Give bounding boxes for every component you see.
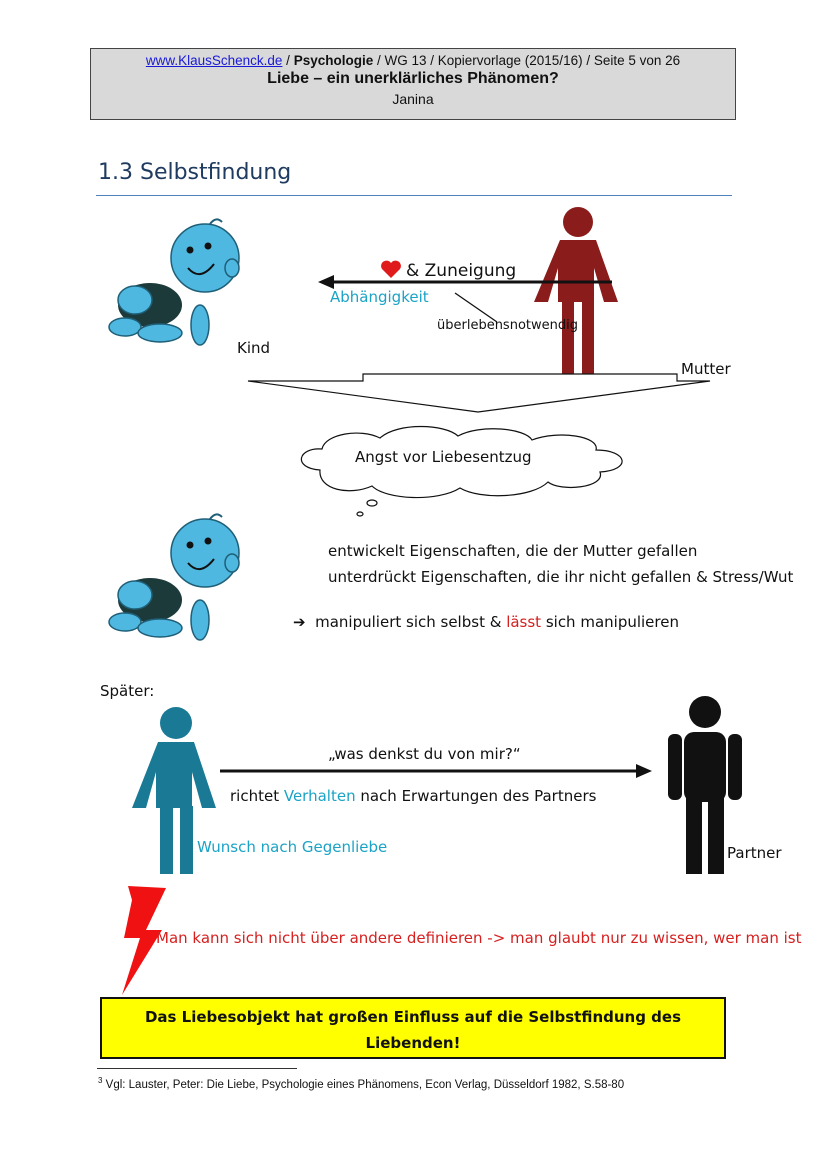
kind-label: Kind	[237, 339, 271, 357]
heart-icon	[381, 260, 401, 278]
partner-figure	[668, 696, 742, 874]
behaviour-emphasis: Verhalten	[283, 787, 356, 805]
header-meta: / WG 13 / Kopiervorlage (2015/16) / Seit…	[373, 53, 681, 68]
warning-text: Man kann sich nicht über andere definier…	[156, 929, 802, 947]
header-separator: /	[282, 53, 294, 68]
result-text: manipuliert sich selbst &	[315, 613, 507, 631]
transition-arrow	[247, 373, 711, 413]
website-link[interactable]: www.KlausSchenck.de	[145, 53, 283, 68]
baby-illustration	[108, 218, 240, 346]
footnote-rule	[97, 1068, 297, 1069]
woman-figure	[132, 707, 216, 874]
conclusion-box: Das Liebesobjekt hat großen Einfluss auf…	[100, 997, 726, 1059]
cloud-text: Angst vor Liebesentzug	[355, 448, 532, 466]
conclusion-line: Liebenden!	[365, 1034, 461, 1052]
thought-bubble-dot	[356, 511, 364, 517]
section-rule	[96, 195, 732, 196]
abhaengigkeit-label: Abhängigkeit	[330, 288, 429, 306]
later-label: Später:	[100, 682, 155, 700]
partner-label: Partner	[727, 844, 782, 862]
result-arrow-icon: ➔	[293, 613, 306, 631]
result-text-end: sich manipulieren	[541, 613, 679, 631]
footnote-mark: 3	[98, 1076, 103, 1085]
expectation-arrow	[220, 764, 652, 778]
footnote: 3 Vgl: Lauster, Peter: Die Liebe, Psycho…	[98, 1076, 624, 1091]
question-label: „was denkst du von mir?“	[328, 745, 521, 763]
wunsch-label: Wunsch nach Gegenliebe	[197, 838, 388, 856]
footnote-text: Vgl: Lauster, Peter: Die Liebe, Psycholo…	[102, 1078, 625, 1091]
document-title: Liebe – ein unerklärliches Phänomen?	[267, 70, 559, 87]
mother-figure	[534, 207, 618, 374]
section-title: 1.3 Selbstfindung	[98, 160, 292, 185]
zuneigung-label: & Zuneigung	[406, 261, 517, 281]
lightning-icon	[122, 886, 166, 995]
thought-cloud	[300, 425, 623, 499]
develop-line: entwickelt Eigenschaften, die der Mutter…	[328, 542, 698, 560]
suppress-line: unterdrückt Eigenschaften, die ihr nicht…	[328, 568, 794, 586]
result-line: ➔ manipuliert sich selbst & lässt sich m…	[293, 613, 679, 631]
conclusion-line: Das Liebesobjekt hat großen Einfluss auf…	[144, 1008, 682, 1026]
thought-bubble-dot	[366, 499, 378, 507]
baby-illustration	[108, 513, 240, 641]
behaviour-text-end: nach Erwartungen des Partners	[355, 787, 597, 805]
behaviour-text: richtet	[230, 787, 284, 805]
header-line: www.KlausSchenck.de / Psychologie / WG 1…	[91, 53, 735, 68]
ueberlebens-label: überlebensnotwendig	[437, 318, 578, 333]
header-subject: Psychologie	[293, 53, 374, 68]
document-header: www.KlausSchenck.de / Psychologie / WG 1…	[90, 48, 736, 120]
mutter-label: Mutter	[681, 360, 731, 378]
annotation-line	[454, 292, 498, 323]
result-emphasis: lässt	[506, 613, 542, 631]
document-author: Janina	[392, 91, 434, 107]
dependency-arrow	[318, 275, 612, 289]
behaviour-line: richtet Verhalten nach Erwartungen des P…	[230, 787, 596, 805]
